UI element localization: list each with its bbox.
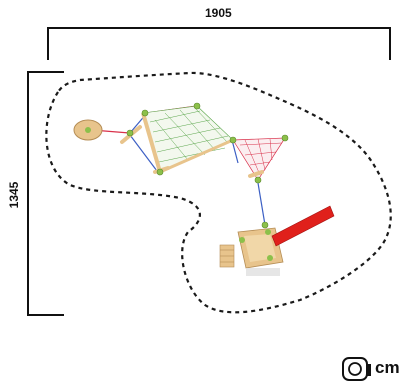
unit-box-icon xyxy=(342,357,371,381)
height-dimension-line xyxy=(27,71,64,316)
safety-zone-outline xyxy=(45,71,392,314)
round-platform xyxy=(73,119,103,141)
slide-tower xyxy=(219,205,335,276)
unit-label: cm xyxy=(375,358,400,377)
width-dimension-line xyxy=(47,27,391,60)
post-caps xyxy=(126,102,289,229)
green-climbing-net xyxy=(141,105,234,174)
height-dimension-label: 1345 xyxy=(7,181,21,209)
width-dimension-label: 1905 xyxy=(205,6,232,20)
red-climbing-net xyxy=(232,137,286,181)
